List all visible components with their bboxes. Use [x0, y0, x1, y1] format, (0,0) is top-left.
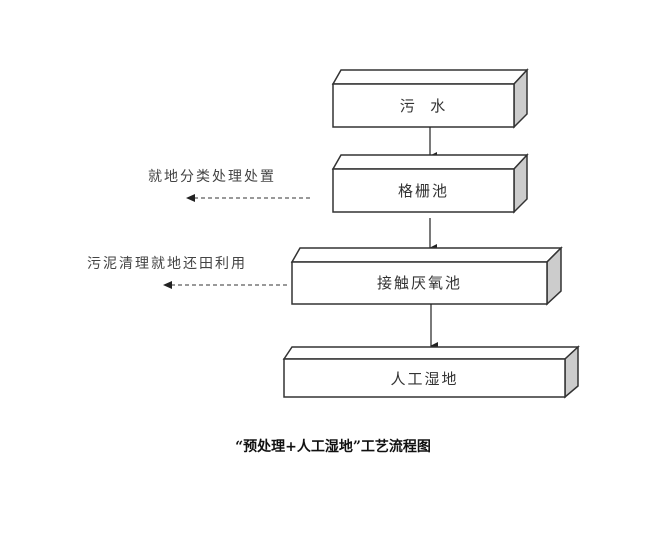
- side-label-grid-disposal: 就地分类处理处置: [148, 169, 276, 185]
- node-label-sewage: 污 水: [399, 97, 448, 115]
- side-label-sludge-reuse: 污泥清理就地还田利用: [87, 256, 247, 272]
- node-anaerobic-tank: [290, 246, 563, 306]
- node-grid-tank: [331, 153, 529, 214]
- node-label-anaerobic-tank: 接触厌氧池: [376, 274, 462, 292]
- side-arrow-grid-disposal: [186, 194, 310, 202]
- node-sewage: [331, 68, 529, 129]
- side-arrow-sludge-reuse: [163, 281, 287, 289]
- node-label-wetland: 人工湿地: [390, 370, 459, 388]
- node-label-grid-tank: 格栅池: [397, 182, 449, 200]
- node-wetland: [282, 345, 580, 399]
- diagram-caption: “预处理+人工湿地”工艺流程图: [235, 439, 431, 455]
